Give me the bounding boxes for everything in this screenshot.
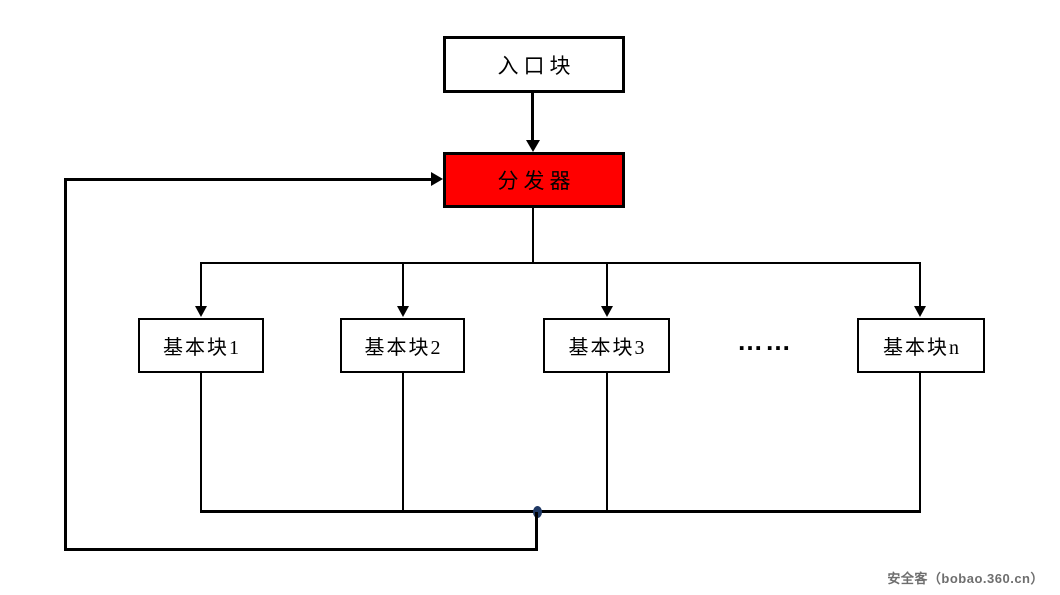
edge-block2-out: [402, 373, 404, 512]
edge-block1-out: [200, 373, 202, 512]
arrowhead-down-icon: [397, 306, 409, 317]
watermark-text: 安全客（bobao.360.cn）: [887, 571, 1044, 586]
edge-block3-out: [606, 373, 608, 512]
arrowhead-right-icon: [431, 172, 443, 186]
arrowhead-down-icon: [914, 306, 926, 317]
edge-loop-bottom: [64, 548, 538, 551]
edge-loop-left: [64, 178, 67, 551]
edge-rail-to-block3: [606, 262, 608, 306]
edge-rail-to-block1: [200, 262, 202, 306]
edge-loop-down: [535, 512, 538, 551]
basic-block-2-node: 基本块2: [340, 318, 465, 373]
arrowhead-down-icon: [195, 306, 207, 317]
basic-block-1-node: 基本块1: [138, 318, 264, 373]
basic-block-n-node: 基本块n: [857, 318, 985, 373]
edge-rail-to-block2: [402, 262, 404, 306]
edge-entry-to-dispatcher: [531, 93, 534, 141]
edge-rail-to-blockn: [919, 262, 921, 306]
edge-blockn-out: [919, 373, 921, 512]
collector-rail: [200, 510, 921, 513]
arrowhead-down-icon: [526, 140, 540, 152]
dispatcher-node: 分发器: [443, 152, 625, 208]
more-blocks-ellipsis: ……: [737, 326, 793, 356]
edge-loop-to-dispatcher: [64, 178, 432, 181]
basic-block-3-node: 基本块3: [543, 318, 670, 373]
distribution-rail: [200, 262, 921, 264]
entry-block-node: 入口块: [443, 36, 625, 93]
edge-dispatcher-down: [532, 208, 534, 264]
arrowhead-down-icon: [601, 306, 613, 317]
